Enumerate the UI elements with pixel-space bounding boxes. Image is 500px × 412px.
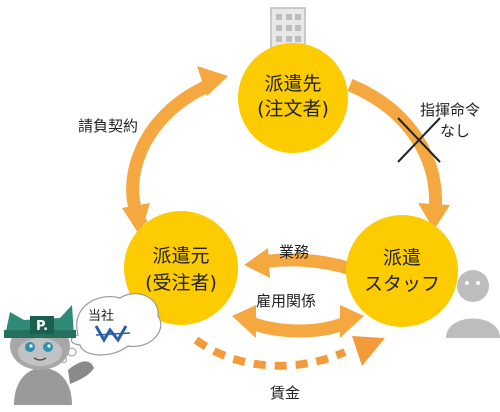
command-none-label: なし	[440, 122, 470, 140]
staff-title: 派遣	[383, 247, 421, 269]
staff-node	[346, 215, 458, 327]
wage-arrow	[193, 336, 385, 370]
mascot-badge: P.	[36, 319, 48, 334]
contract-arrow	[122, 66, 228, 236]
client-node	[238, 43, 348, 153]
agency-title: 派遣元	[152, 245, 209, 267]
person-icon	[446, 270, 500, 338]
command-label: 指揮命令	[420, 101, 480, 119]
contract-label: 請負契約	[78, 117, 138, 135]
employment-arrow	[232, 305, 364, 338]
client-title: 派遣先	[264, 73, 321, 95]
agency-subtitle: (受注者)	[145, 272, 217, 294]
employment-label: 雇用関係	[256, 292, 316, 310]
wage-label: 賃金	[270, 384, 300, 402]
work-arrow	[244, 248, 350, 278]
bubble-label: 当社	[88, 308, 114, 324]
speech-bubble: 当社	[61, 293, 162, 363]
agency-node	[124, 211, 238, 325]
work-label: 業務	[279, 243, 309, 261]
client-subtitle: (注文者)	[257, 98, 329, 120]
mascot-character: 当社 P.	[4, 293, 162, 405]
staff-subtitle: スタッフ	[364, 273, 440, 295]
logo-icon	[94, 325, 131, 343]
prohibited-cross-icon	[397, 117, 441, 163]
